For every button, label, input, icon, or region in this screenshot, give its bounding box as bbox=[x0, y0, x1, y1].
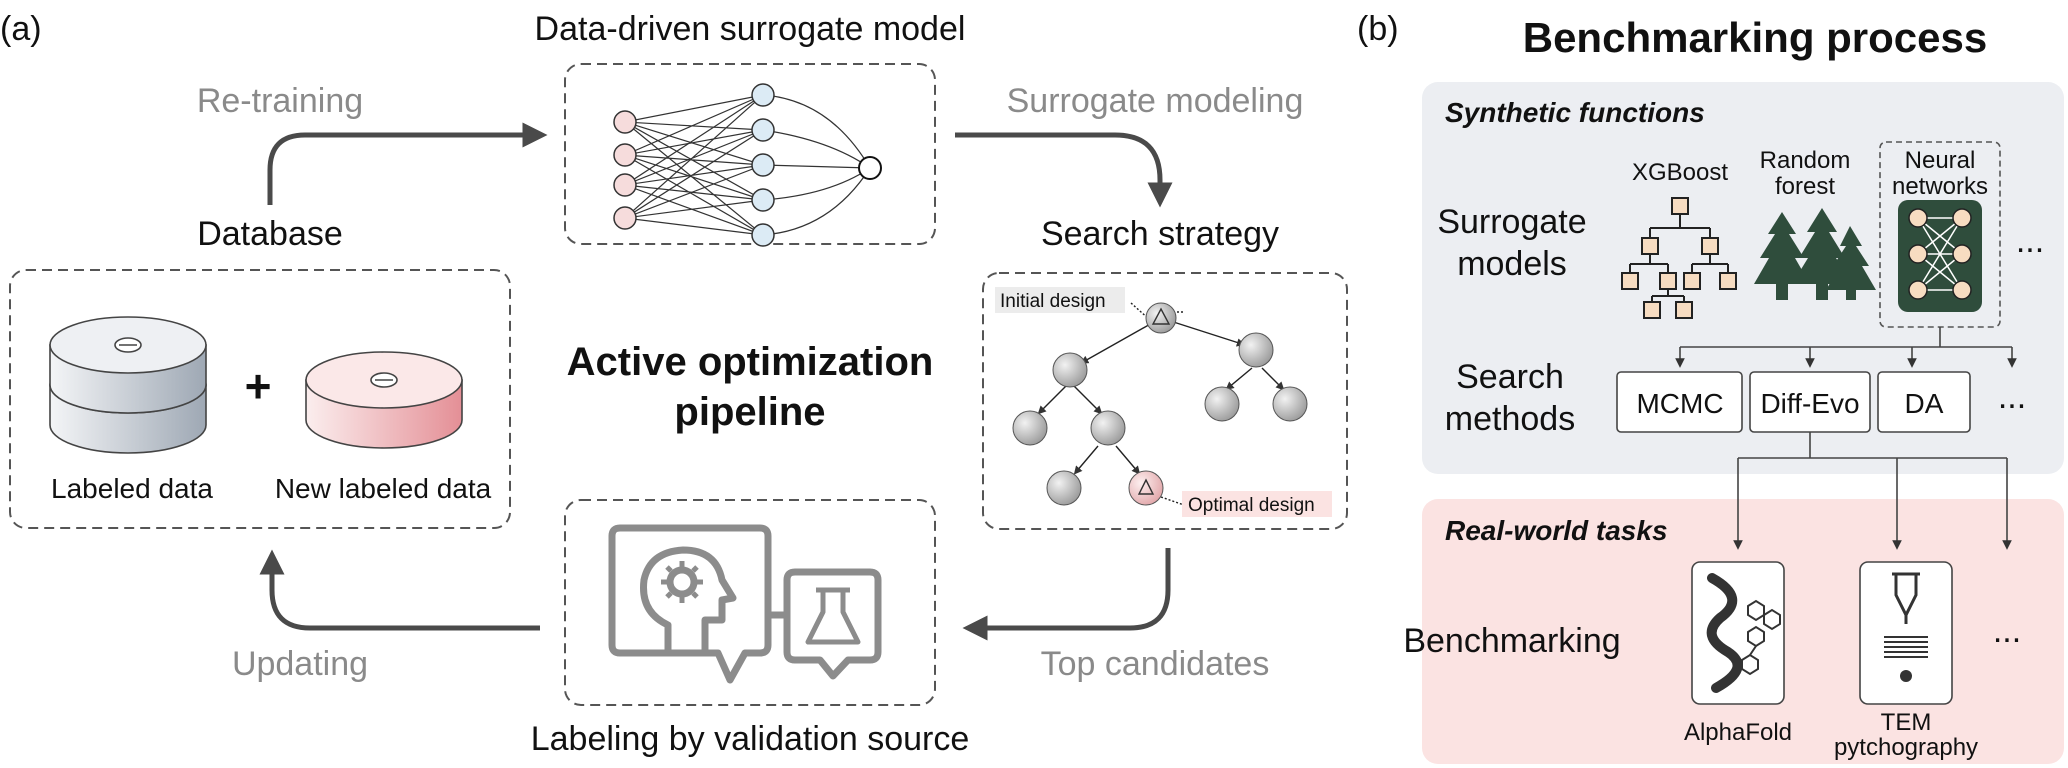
surrogate-modeling-arrow bbox=[955, 132, 1173, 208]
random-forest-label-2: forest bbox=[1775, 173, 1835, 200]
updating-label: Updating bbox=[232, 645, 368, 683]
new-labeled-data-cylinder-icon bbox=[305, 351, 463, 449]
neural-networks-label-1: Neural bbox=[1905, 147, 1976, 174]
alphafold-label: AlphaFold bbox=[1684, 719, 1792, 746]
methods-ellipsis: ... bbox=[1998, 378, 2026, 416]
plus-sign: + bbox=[245, 360, 272, 412]
neural-network-icon bbox=[613, 83, 882, 247]
panel-a-tag: (a) bbox=[0, 10, 42, 48]
tem-microscope-icon bbox=[1884, 572, 1928, 682]
method-box-mcmc bbox=[1616, 371, 1743, 433]
panel-b-tag: (b) bbox=[1357, 10, 1399, 48]
surrogate-models-label-1: Surrogate bbox=[1437, 203, 1586, 241]
labeled-data-cylinder-icon bbox=[49, 316, 207, 454]
pipeline-title-line1: Active optimization bbox=[567, 340, 934, 384]
updating-arrow bbox=[259, 549, 540, 631]
search-strategy-label: Search strategy bbox=[1041, 215, 1279, 253]
tasks-ellipsis: ... bbox=[1993, 612, 2021, 650]
tem-label-2: pytchography bbox=[1834, 734, 1978, 761]
surrogate-models-label-2: models bbox=[1457, 245, 1567, 283]
labeling-label: Labeling by validation source bbox=[531, 720, 970, 758]
pipeline-title-line2: pipeline bbox=[674, 390, 825, 434]
tem-card bbox=[1859, 561, 1953, 705]
real-world-tasks-title: Real-world tasks bbox=[1445, 515, 1668, 546]
method-label-da: DA bbox=[1905, 388, 1944, 419]
top-candidates-label: Top candidates bbox=[1041, 645, 1270, 683]
validation-source-icon bbox=[608, 524, 882, 684]
random-forest-label-1: Random bbox=[1760, 147, 1851, 174]
method-box-da bbox=[1877, 371, 1971, 433]
search-tree-icon bbox=[1012, 302, 1308, 506]
method-branch-lines bbox=[1675, 327, 2017, 368]
method-label-diff-evo: Diff-Evo bbox=[1760, 388, 1859, 419]
initial-design-label: Initial design bbox=[1000, 291, 1106, 312]
retraining-label: Re-training bbox=[197, 82, 363, 120]
benchmarking-title: Benchmarking process bbox=[1523, 14, 1988, 61]
synthetic-functions-title: Synthetic functions bbox=[1445, 97, 1705, 128]
benchmarking-label: Benchmarking bbox=[1403, 622, 1620, 660]
neural-networks-label-2: networks bbox=[1892, 173, 1988, 200]
new-labeled-data-label: New labeled data bbox=[275, 473, 492, 504]
search-methods-label-2: methods bbox=[1445, 400, 1575, 438]
labeled-data-label: Labeled data bbox=[51, 473, 213, 504]
surrogate-modeling-label: Surrogate modeling bbox=[1007, 82, 1304, 120]
xgboost-label: XGBoost bbox=[1632, 159, 1728, 186]
retraining-arrow bbox=[267, 122, 548, 205]
optimal-design-label: Optimal design bbox=[1188, 495, 1315, 516]
initial-design-tag-bg bbox=[995, 287, 1125, 313]
search-methods-label-1: Search bbox=[1456, 358, 1564, 396]
alphafold-card bbox=[1691, 561, 1785, 705]
random-forest-icon bbox=[1754, 208, 1876, 300]
alphafold-protein-icon bbox=[1706, 573, 1781, 693]
task-branch-lines bbox=[1733, 432, 2012, 550]
surrogate-model-title: Data-driven surrogate model bbox=[535, 10, 966, 48]
neural-networks-icon bbox=[1898, 200, 1982, 312]
tem-label-1: TEM bbox=[1881, 709, 1932, 736]
optimal-design-tag-bg bbox=[1182, 491, 1332, 517]
database-label: Database bbox=[197, 215, 343, 253]
surrogate-model-box bbox=[564, 63, 936, 245]
surrogate-ellipsis: ... bbox=[2016, 222, 2044, 260]
xgboost-tree-icon bbox=[1621, 197, 1737, 319]
top-candidates-arrow bbox=[962, 548, 1171, 641]
method-label-mcmc: MCMC bbox=[1636, 388, 1723, 419]
